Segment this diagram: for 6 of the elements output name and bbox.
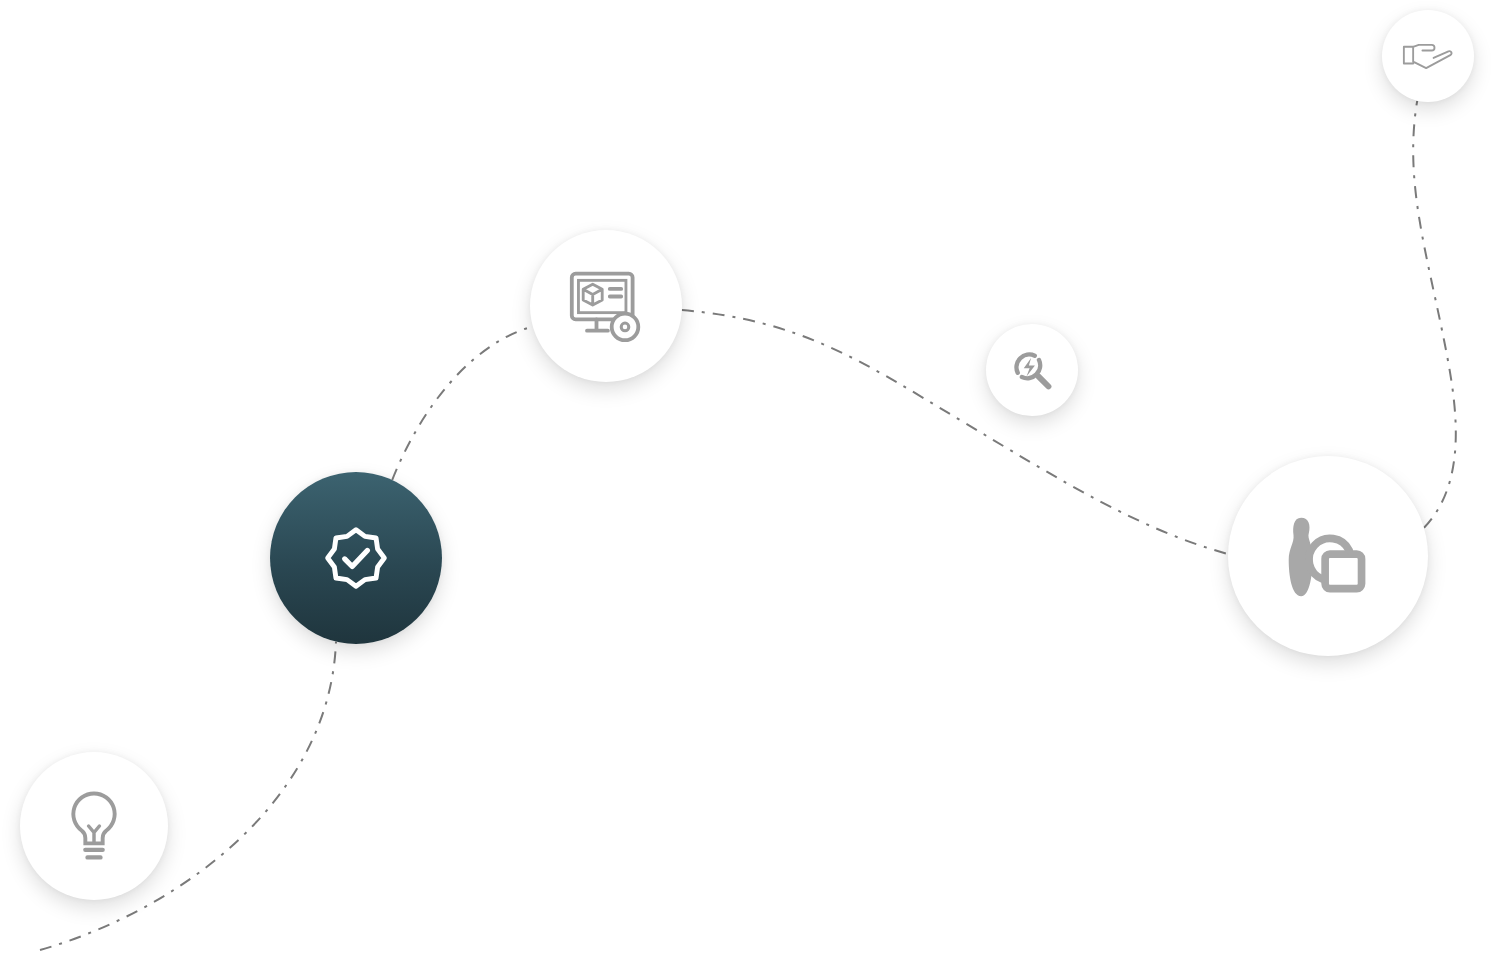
icon-circle [20, 752, 168, 900]
dashed-connector [1412, 99, 1457, 529]
dashed-connector [39, 640, 337, 951]
icon-circle [1382, 10, 1474, 102]
dashed-connector [680, 309, 1229, 555]
icon-circle [986, 324, 1078, 416]
